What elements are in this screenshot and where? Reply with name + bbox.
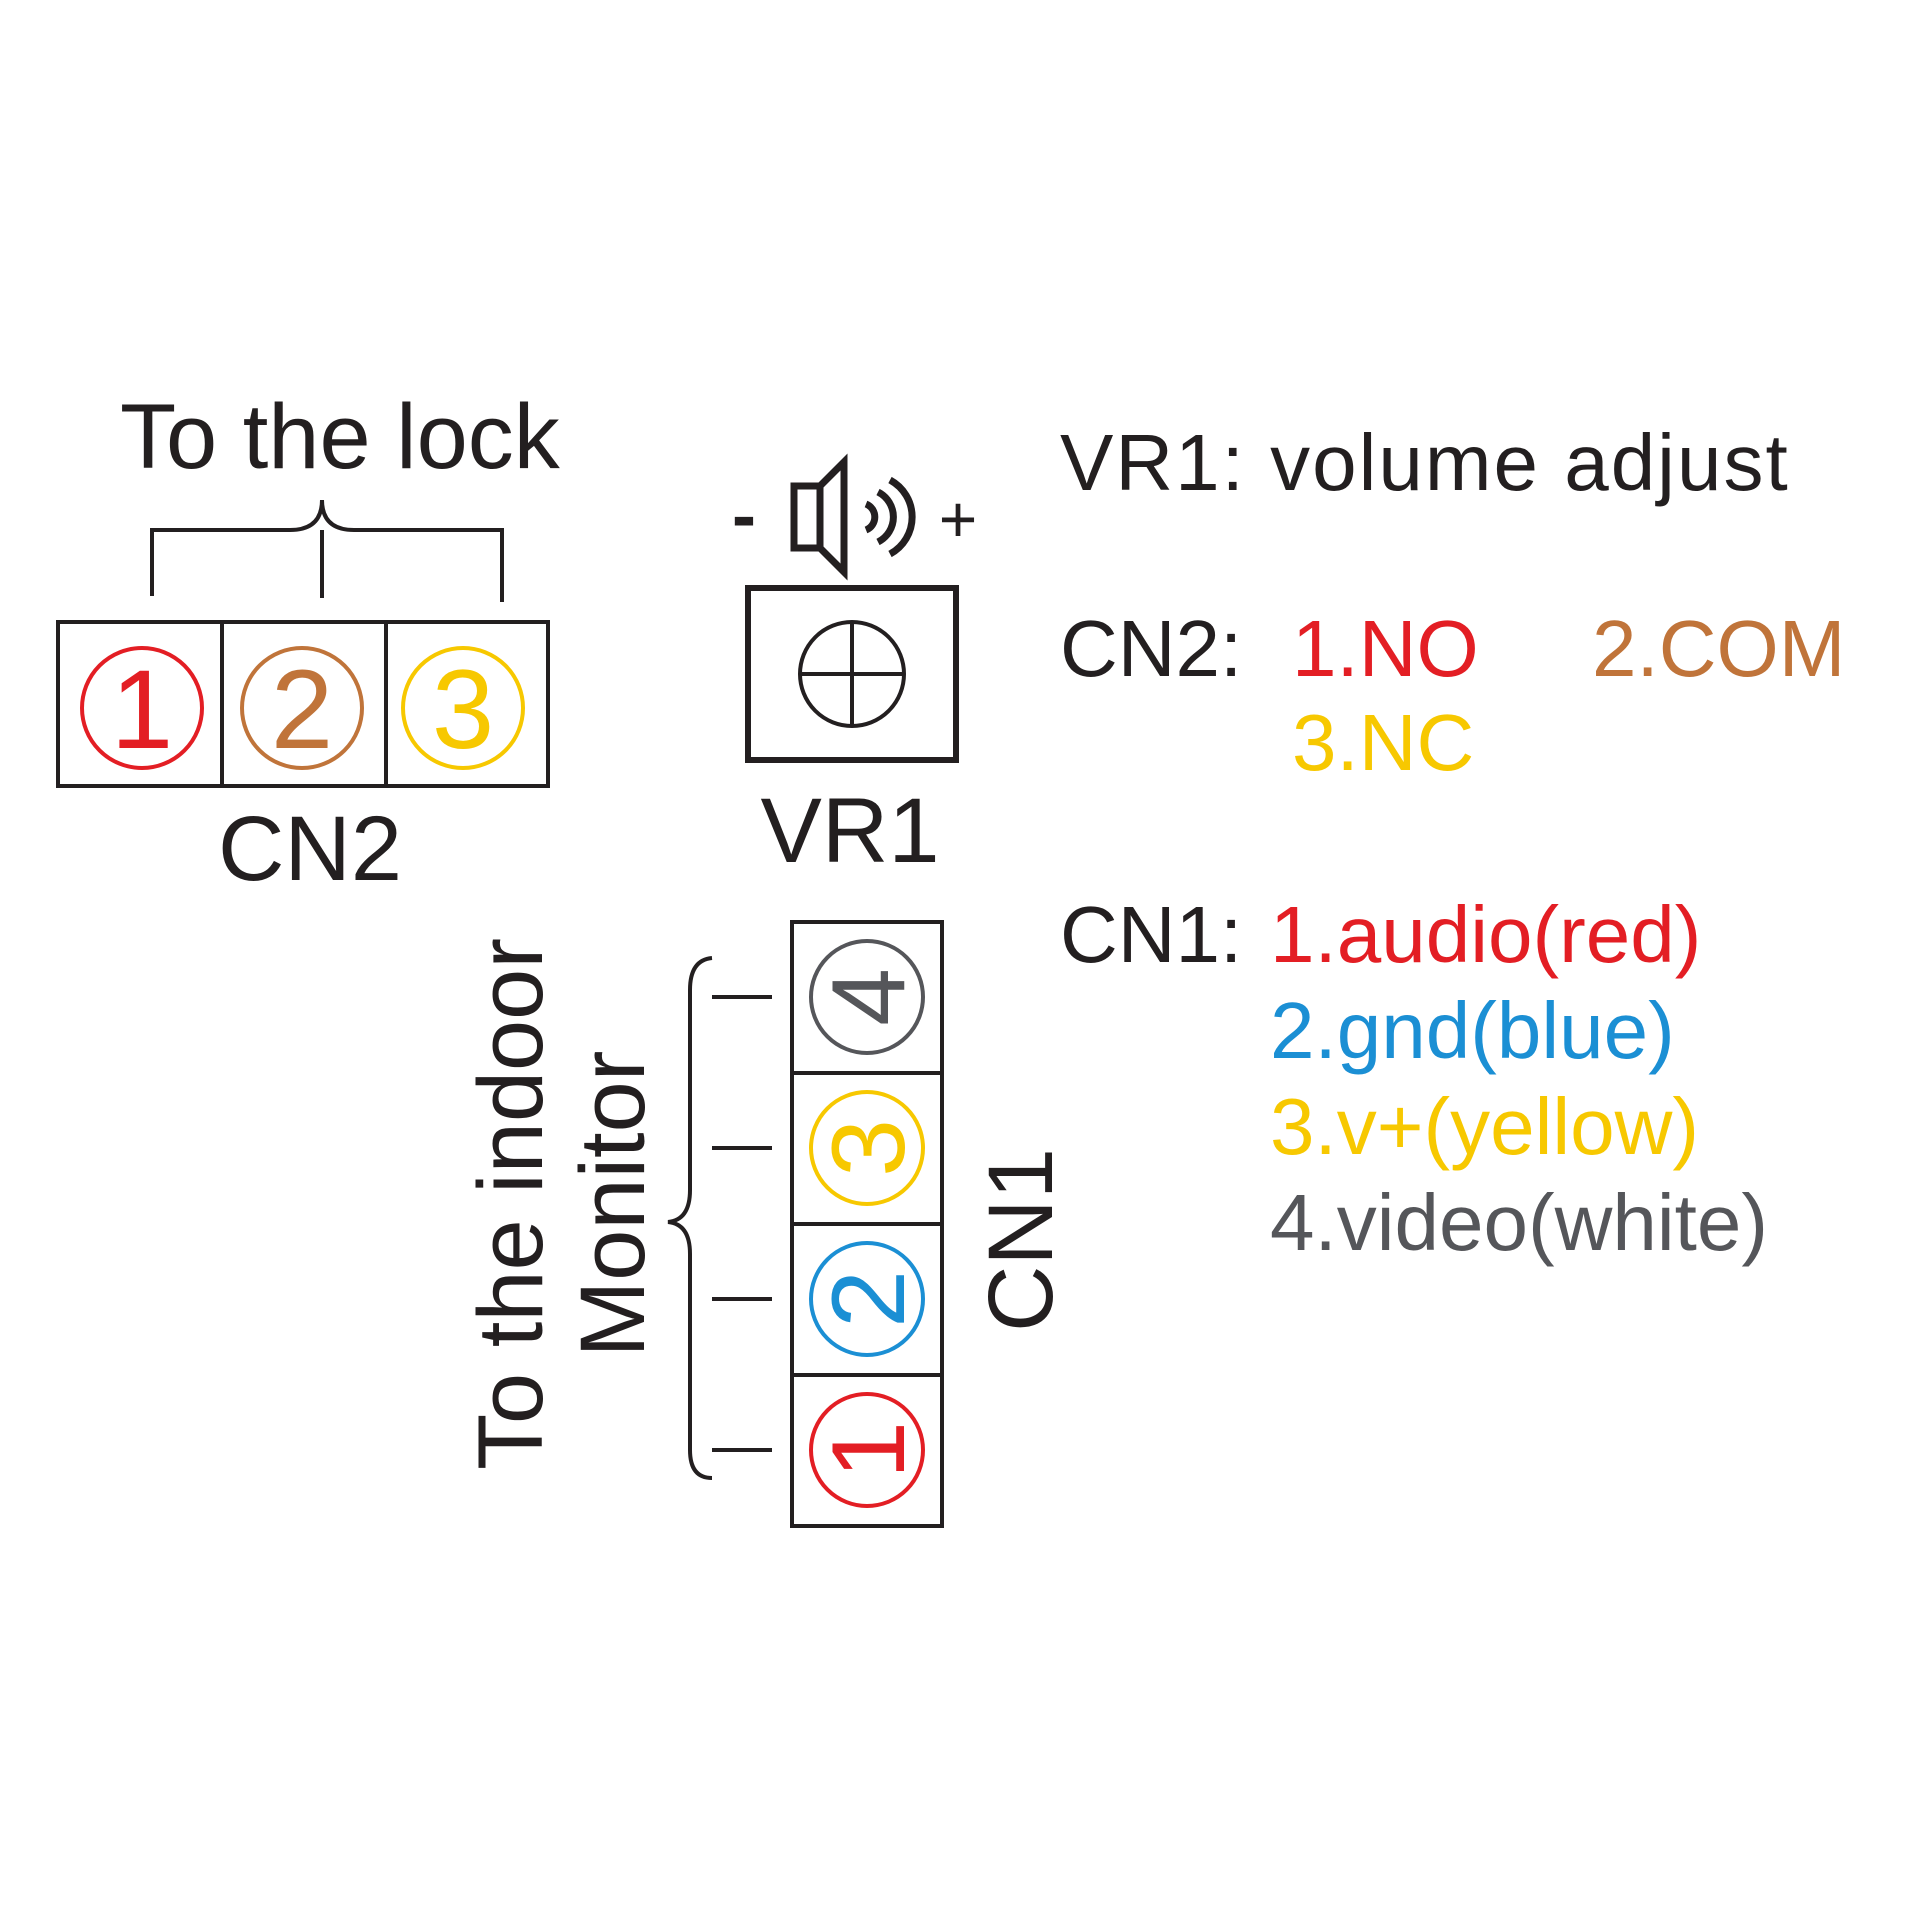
cn1-pin-1-number: 1 xyxy=(811,1421,927,1479)
cn2-pin-3-number: 3 xyxy=(432,647,494,772)
cn1-connector: 4 3 2 1 xyxy=(790,920,944,1528)
cn1-pin-2-number: 2 xyxy=(811,1270,927,1328)
minus-sign: - xyxy=(732,476,756,556)
legend-cn1-item-4: 4.video(white) xyxy=(1270,1178,1768,1267)
cn1-pin-4-number: 4 xyxy=(811,968,927,1026)
vr1-label: VR1 xyxy=(761,780,940,882)
cn1-pin-2: 2 xyxy=(809,1241,927,1357)
speaker-volume-icon xyxy=(790,453,916,581)
vr1-potentiometer xyxy=(745,585,959,763)
legend-cn2-item-2: 2.COM xyxy=(1592,604,1845,693)
monitor-bracket xyxy=(667,956,772,1480)
legend-cn1-prefix: CN1: xyxy=(1060,890,1242,979)
cn1-label: CN1 xyxy=(970,1148,1072,1332)
cn1-pin-3-number: 3 xyxy=(811,1119,927,1177)
cn2-pin-1-number: 1 xyxy=(111,647,173,772)
cn1-pin-3: 3 xyxy=(809,1090,927,1206)
cn1-pin-1: 1 xyxy=(809,1392,927,1508)
legend-cn2-prefix: CN2: xyxy=(1060,604,1242,693)
plus-sign: + xyxy=(939,482,978,556)
lock-bracket xyxy=(150,499,504,602)
cn2-pin-3: 3 xyxy=(401,646,525,772)
crosshair-knob-icon xyxy=(798,620,906,728)
legend-cn1-item-1: 1.audio(red) xyxy=(1270,890,1701,979)
legend-vr1: VR1: volume adjust xyxy=(1060,418,1790,507)
lock-label: To the lock xyxy=(120,386,561,488)
cn2-pin-1: 1 xyxy=(80,646,204,772)
cn2-label: CN2 xyxy=(218,798,402,900)
cn2-pin-2: 2 xyxy=(240,646,364,772)
legend-cn1-item-2: 2.gnd(blue) xyxy=(1270,986,1675,1075)
monitor-label-line1: To the indoor xyxy=(460,938,562,1470)
legend-cn2-item-3: 3.NC xyxy=(1292,698,1474,787)
cn2-pin-2-number: 2 xyxy=(271,647,333,772)
cn2-connector: 1 2 3 xyxy=(56,620,550,788)
cn1-pin-4: 4 xyxy=(809,939,927,1055)
monitor-label-line2: Monitor xyxy=(562,1051,664,1358)
legend-cn1-item-3: 3.v+(yellow) xyxy=(1270,1082,1699,1171)
legend-cn2-item-1: 1.NO xyxy=(1292,604,1479,693)
